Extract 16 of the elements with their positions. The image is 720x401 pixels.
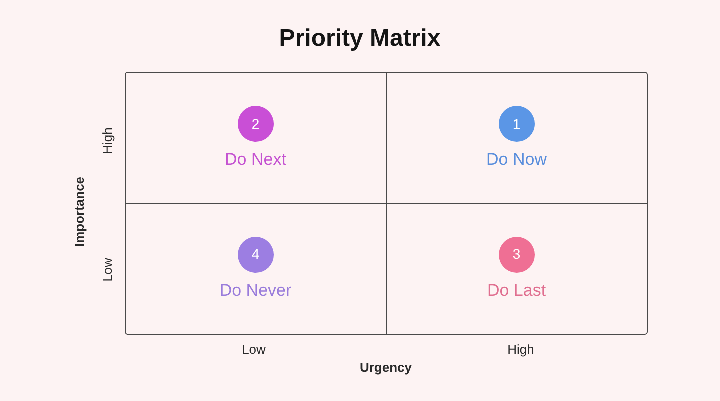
number-badge: 3 [498, 236, 535, 272]
number-badge: 1 [498, 106, 535, 142]
axis-tick-label: High [508, 342, 534, 358]
axis-title: Urgency [360, 360, 412, 376]
quadrant-label: Do Next [225, 150, 286, 170]
quadrant [126, 73, 386, 204]
number-badge: 4 [238, 236, 274, 272]
axis-tick-label: High [100, 128, 116, 154]
quadrant-label: Do Never [220, 280, 292, 300]
quadrant-label: Do Now [486, 150, 547, 170]
axis-tick-label: Low [242, 342, 266, 358]
quadrant-label: Do Last [487, 280, 546, 300]
axis-tick-label: Low [100, 258, 116, 282]
chart-title: Priority Matrix [279, 24, 441, 54]
number-badge: 2 [238, 106, 274, 142]
axis-title: Importance [72, 176, 88, 248]
